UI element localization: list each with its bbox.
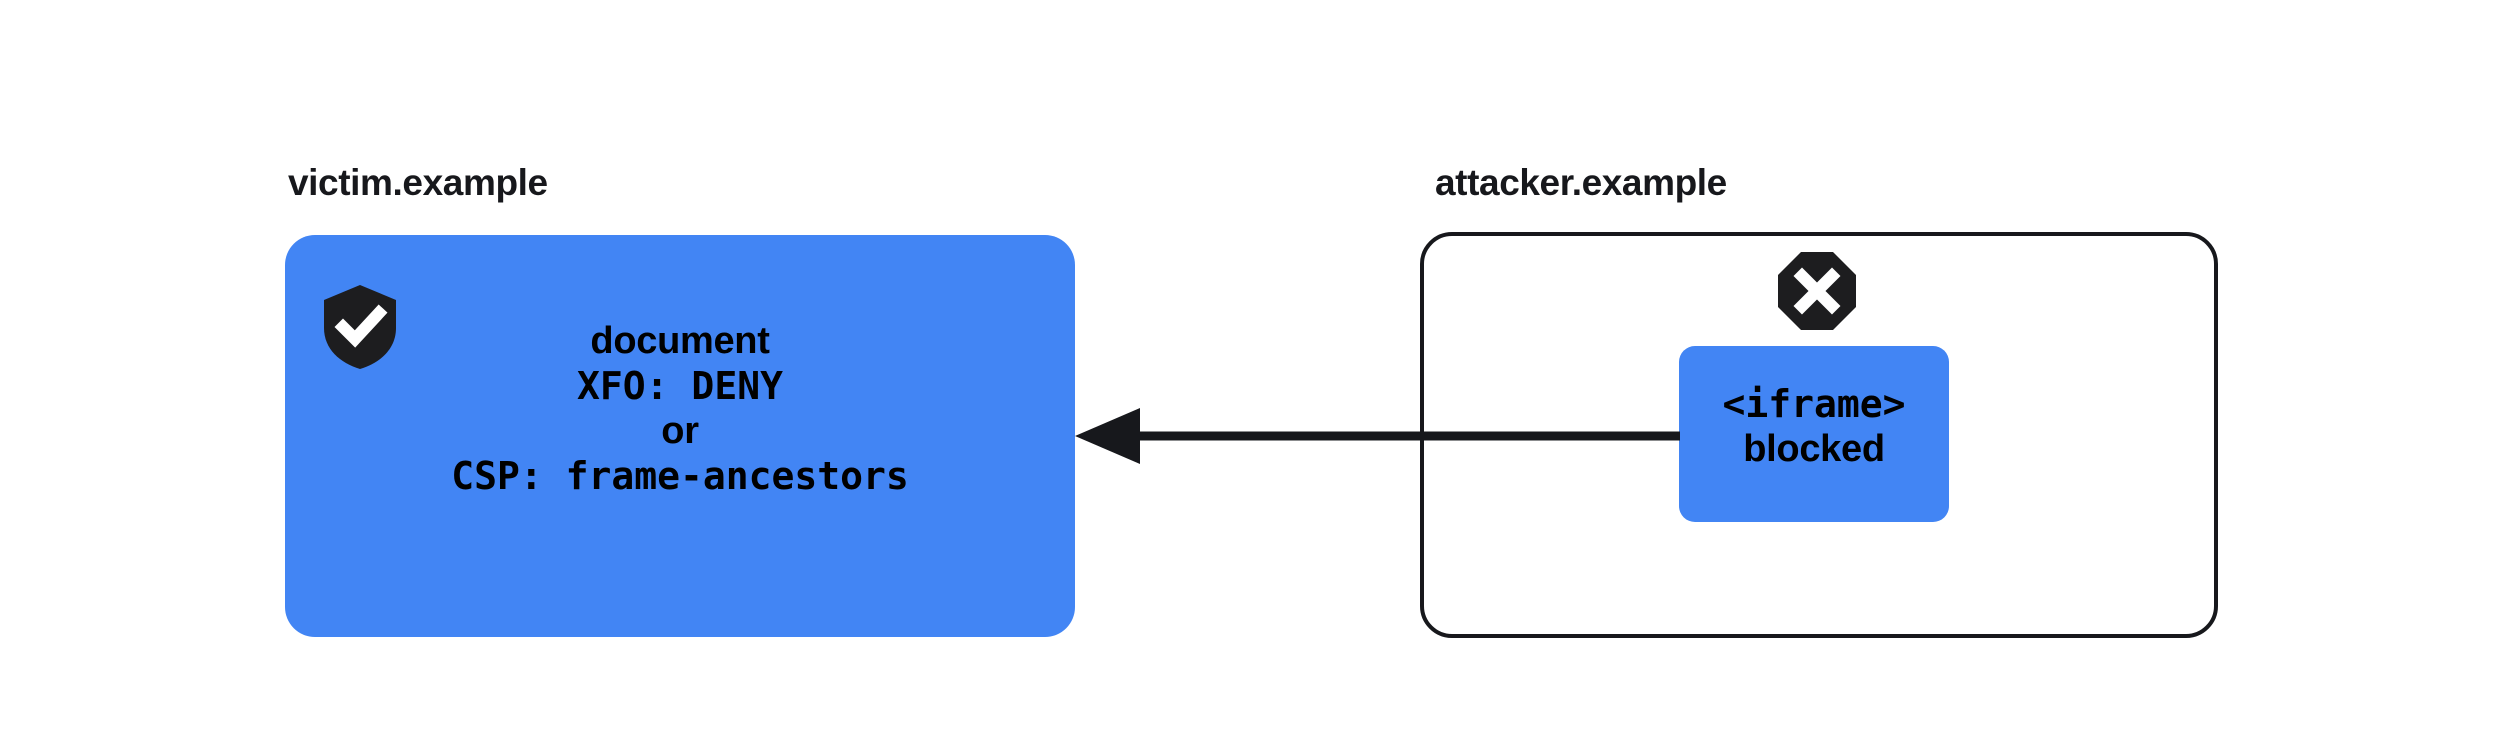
attacker-iframe-text: <iframe> blocked bbox=[1679, 382, 1949, 472]
victim-line-document: document bbox=[590, 320, 770, 362]
attacker-page-card: <iframe> blocked bbox=[1420, 232, 2218, 638]
victim-policy-text: document XFO: DENY or CSP: frame-ancesto… bbox=[285, 319, 1075, 499]
attacker-iframe-card: <iframe> blocked bbox=[1679, 346, 1949, 522]
attacker-group-label: attacker.example bbox=[1435, 162, 1727, 203]
shield-check-icon bbox=[321, 283, 399, 371]
victim-line-xfo: XFO: DENY bbox=[577, 364, 783, 409]
victim-line-or: or bbox=[661, 410, 699, 453]
victim-group-label: victim.example bbox=[288, 162, 548, 203]
victim-line-csp: CSP: frame-ancestors bbox=[451, 454, 909, 499]
victim-document-card: document XFO: DENY or CSP: frame-ancesto… bbox=[285, 235, 1075, 637]
iframe-line-blocked: blocked bbox=[1743, 428, 1885, 471]
iframe-line-tag: <iframe> bbox=[1722, 382, 1906, 426]
octagon-x-icon bbox=[1776, 250, 1858, 332]
